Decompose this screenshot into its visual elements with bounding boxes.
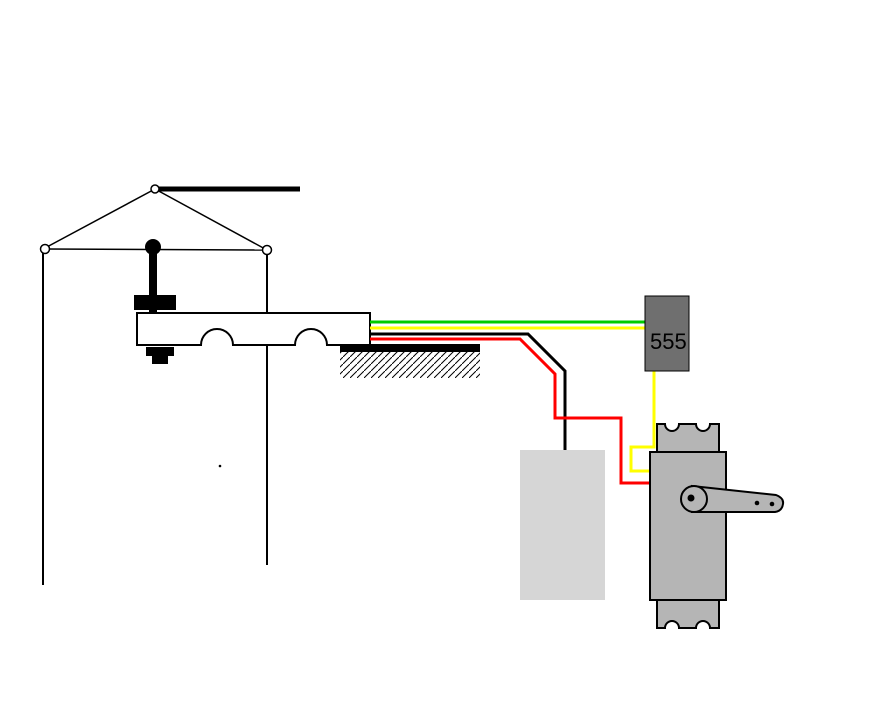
balance-beam [136,312,371,346]
lower-nut [146,347,174,356]
servo-top-tab [656,423,720,453]
servo-bottom-tab [656,599,720,629]
wires [370,320,656,485]
servo-body [649,451,727,601]
pivot-bolt-assembly [134,239,176,364]
horn-hole-dot-2 [769,501,775,507]
left-string-line [44,188,156,249]
servo-motor [649,423,785,629]
left-ring-icon [39,243,51,255]
horn-hole-dot-1 [754,500,760,506]
table-hatch [340,352,480,378]
chip-body [644,295,690,372]
wire-black [370,332,567,450]
battery [520,450,605,600]
lower-nut-stem [152,355,168,364]
servo-horn-arm [691,484,785,513]
apex-ring-icon [150,184,160,194]
right-ring-icon [261,244,273,256]
chip-label: 555 [650,329,687,354]
right-string-line [154,188,268,251]
table [340,344,480,378]
stray-dot [218,464,222,468]
clamp-block [134,295,176,310]
servo-shaft-dot [687,494,695,502]
wire-yellow-signal [629,370,656,473]
table-edge [340,344,480,352]
timer-chip-555: 555 [644,295,690,372]
wire-red [370,337,651,485]
bolt-head [145,239,161,255]
pendulum-frame [39,184,300,585]
bolt-shaft [149,247,157,313]
